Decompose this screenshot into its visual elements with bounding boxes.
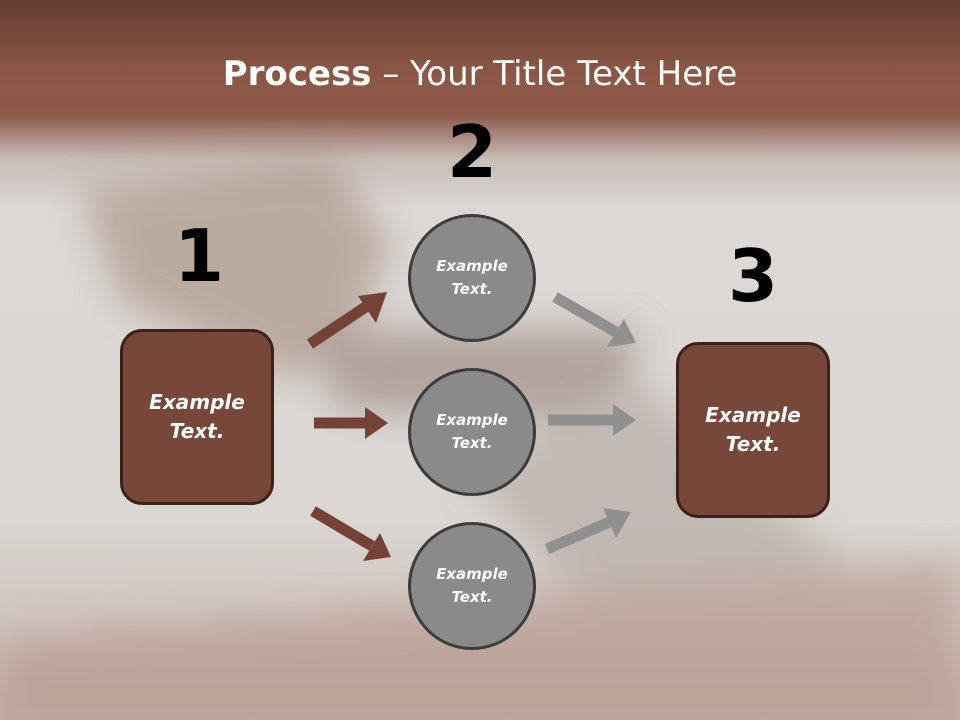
circle-bottom: Example Text.: [408, 522, 536, 650]
circle-middle-label: Example Text.: [436, 411, 508, 452]
left-box-label: Example Text.: [149, 390, 245, 443]
arrow-left-to-top: [306, 292, 387, 349]
step-number-3: 3: [727, 234, 779, 318]
arrow-left-to-bottom: [310, 506, 391, 561]
left-box: Example Text.: [120, 329, 274, 505]
title-rest: – Your Title Text Here: [371, 54, 738, 94]
circle-top: Example Text.: [408, 214, 536, 342]
circle-top-label: Example Text.: [436, 257, 508, 298]
title-bold: Process: [222, 54, 372, 94]
circle-bottom-label: Example Text.: [436, 565, 508, 606]
circle-middle: Example Text.: [408, 368, 536, 496]
arrow-left-to-middle: [314, 407, 388, 439]
right-box-label: Example Text.: [705, 403, 801, 456]
slide-title: Process – Your Title Text Here: [0, 52, 960, 96]
arrow-bottom-to-right: [544, 508, 631, 555]
step-number-2: 2: [446, 110, 498, 194]
arrow-top-to-right: [552, 292, 636, 347]
step-number-1: 1: [173, 214, 225, 298]
arrow-middle-to-right: [548, 404, 636, 436]
right-box: Example Text.: [676, 342, 830, 518]
